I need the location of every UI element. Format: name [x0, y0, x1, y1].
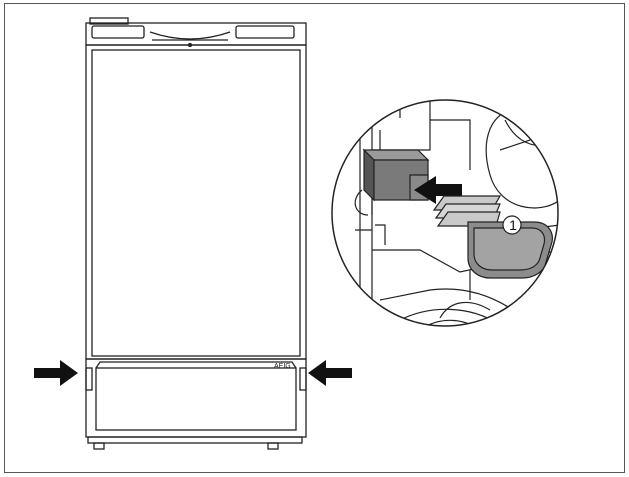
detail-magnifier-circle	[331, 99, 559, 327]
left-arrow	[34, 360, 78, 386]
refrigerator-front-view: AEIG	[85, 17, 307, 450]
right-arrow	[308, 360, 352, 386]
insertion-arrow	[414, 176, 462, 204]
part-1-clip	[432, 195, 553, 279]
svg-text:AEIG: AEIG	[274, 363, 291, 370]
mounting-clip	[362, 148, 430, 202]
callout-number-1: 1	[509, 217, 517, 233]
figure-frame	[4, 3, 625, 473]
